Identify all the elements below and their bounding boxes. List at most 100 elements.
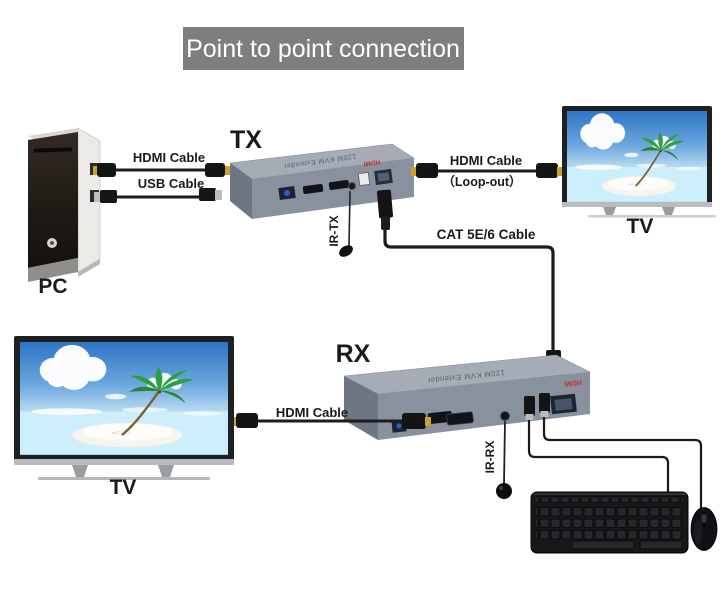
hdmi-pc-tx-label: HDMI Cable [133, 150, 205, 165]
tv-bottom-screen-image [18, 340, 230, 457]
cat-cable-label: CAT 5E/6 Cable [437, 227, 536, 242]
tv-bottom: TV [14, 336, 234, 499]
ir-tx-label: IR-TX [327, 215, 341, 246]
loopout-plug-right [536, 163, 558, 178]
rx-side-face [344, 376, 378, 440]
rx-hdmi-port-1 [427, 410, 453, 425]
keyboard-cable-line [527, 420, 670, 494]
pc-tower: PC [28, 127, 101, 298]
tx-rj45-inner [377, 172, 390, 182]
tv-bottom-speaker-strip [14, 459, 234, 465]
rx-tv-plug-left [236, 413, 258, 428]
tv-top-screen-image [566, 110, 708, 203]
tv-bottom-leg-right [158, 465, 174, 477]
rx-hdmi-port-2 [446, 411, 474, 426]
rx-tv-plug-right [402, 413, 426, 429]
pc-front-panel [28, 132, 78, 268]
tx-label: TX [230, 126, 262, 154]
page-title: Point to point connection [186, 35, 460, 63]
mouse [690, 507, 718, 551]
ir-rx-label: IR-RX [483, 441, 497, 474]
cable-usb-mouse [539, 393, 703, 510]
cat-plug-boot-top [381, 216, 390, 230]
rx-tv-cable-label: HDMI Cable [276, 405, 348, 420]
tx-hdmi-logo: HDMI [363, 158, 381, 167]
tv-bottom-screen [18, 340, 230, 457]
pc-label: PC [38, 275, 67, 298]
ir-rx-wire [503, 420, 506, 485]
keyboard-arrow-cluster [639, 540, 683, 550]
usb-plug-right [199, 188, 216, 201]
cable-hdmi-rx-tv: HDMI Cable [231, 405, 431, 429]
keyboard-spacebar [571, 540, 635, 550]
tx-ir-jack [348, 182, 356, 190]
rx-dc-pin [396, 423, 402, 429]
hdmi-plug-right [205, 163, 225, 177]
pc-power-button-dot [50, 241, 54, 245]
ir-rx: IR-RX [483, 420, 512, 499]
tv-bottom-base [38, 477, 210, 480]
hdmi-plug-left [97, 163, 116, 177]
rx-usb-plug-2-collar [540, 411, 549, 417]
cat-plug-top [376, 189, 394, 219]
usb-plug-tip-right [215, 190, 222, 200]
pc-base-side [78, 259, 100, 277]
cable-usb-keyboard [524, 396, 670, 494]
tx-hdmi-port-1 [302, 183, 324, 195]
loopout-label-line1: HDMI Cable [450, 153, 522, 168]
tv-top-leg-left [603, 207, 616, 215]
rx-usb-plug-1 [524, 396, 535, 416]
keyboard-keys [536, 505, 683, 540]
loopout-plug-tip-left [411, 167, 417, 176]
tx-side-face [230, 163, 252, 219]
usb-plug-left [100, 190, 117, 203]
usb-pc-tx-label: USB Cable [138, 176, 204, 191]
ir-rx-emitter-highlight [499, 486, 503, 490]
rx-usb-plug-1-collar [525, 414, 534, 420]
loopout-plug-tip-right [557, 167, 563, 176]
ir-tx: IR-TX [327, 190, 353, 257]
cable-usb-pc-tx: USB Cable [94, 176, 222, 203]
rx-ir-jack [500, 411, 510, 421]
tv-top-base [588, 215, 716, 218]
rx-label: RX [336, 340, 371, 368]
rx-tv-plug-tip-right [425, 417, 431, 426]
tv-top: TV [562, 106, 716, 238]
rx-rj45-inner [554, 398, 573, 411]
pc-drive-slot [33, 147, 73, 153]
hdmi-plug-tip-right [225, 166, 231, 175]
rx-usb-plug-2 [539, 393, 550, 413]
ir-rx-emitter [496, 483, 512, 499]
cable-hdmi-pc-tx: HDMI Cable [93, 150, 231, 177]
tv-bottom-leg-left [72, 465, 88, 477]
pc-base [28, 258, 78, 282]
tv-top-speaker-strip [562, 202, 712, 207]
loopout-plug-left [416, 163, 438, 178]
keyboard [530, 491, 689, 554]
tv-top-label: TV [627, 215, 654, 238]
mouse-highlight [694, 520, 702, 544]
keyboard-top-edge [533, 493, 686, 495]
cable-hdmi-loopout: HDMI Cable （Loop-out） [411, 153, 563, 189]
cat-cable-line [383, 228, 555, 352]
tx-hdmi-port-2 [328, 179, 350, 191]
mouse-cable-line [542, 417, 703, 510]
tx-ports [278, 168, 393, 200]
title-bar: Point to point connection [183, 27, 464, 70]
tx-device: TX 120M KVM Extender HDMI [229, 126, 415, 219]
ir-tx-emitter [339, 245, 353, 257]
hdmi-plug-tip-left [93, 166, 98, 175]
rx-hdmi-logo: HDMI [564, 378, 583, 387]
rx-ports [391, 393, 577, 433]
tx-dc-pin [284, 190, 290, 196]
tx-usb-port [357, 171, 371, 187]
keyboard-function-row [536, 496, 683, 504]
tv-bottom-label: TV [110, 476, 137, 499]
usb-plug-tip-left [94, 192, 101, 202]
tv-top-screen [566, 110, 708, 203]
mouse-scroll-wheel [701, 514, 707, 523]
tv-top-leg-right [662, 207, 675, 215]
ir-tx-wire [348, 190, 351, 247]
